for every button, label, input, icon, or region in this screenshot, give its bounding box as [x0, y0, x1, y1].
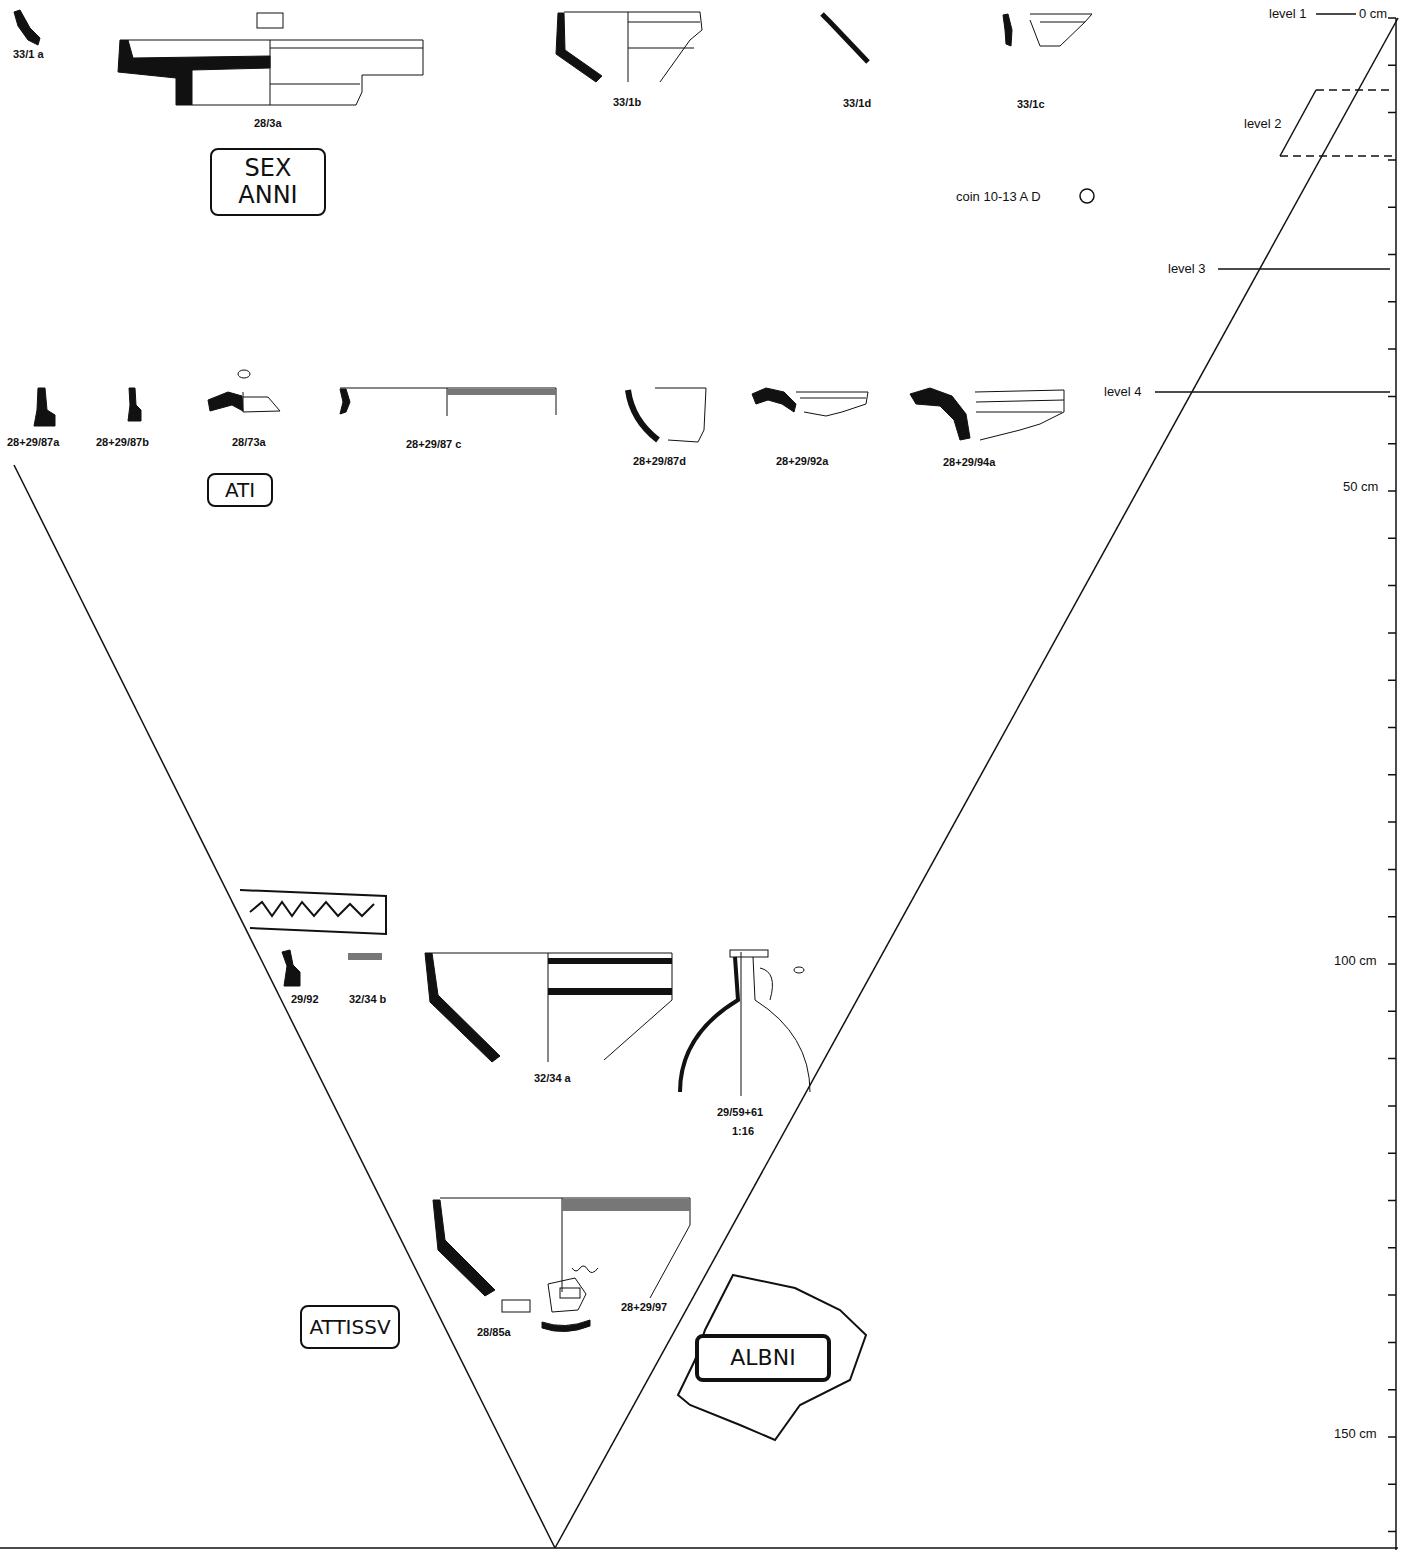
catalogue-number: 28+29/92a: [775, 455, 829, 468]
pottery-outline: [1030, 14, 1092, 46]
pottery-outline: [564, 12, 702, 82]
catalogue-number: 28+29/87a: [6, 436, 60, 449]
pottery-profile: [425, 953, 500, 1062]
catalogue-number: 28/73a: [231, 436, 267, 449]
stamp-box: ALBNI: [695, 1334, 831, 1382]
stamp-symbol: [560, 1288, 580, 1298]
level-line: [1280, 90, 1316, 156]
pottery-outline: [975, 390, 1064, 440]
stamp-text: ATI: [225, 479, 255, 501]
catalogue-number: 28/3a: [253, 117, 283, 130]
scale-label: 150 cm: [1333, 1426, 1378, 1441]
stamp-symbol: [502, 1300, 530, 1312]
sherd-outline: [678, 1275, 866, 1440]
painted-band: [548, 958, 672, 964]
scale-label: level 1: [1268, 6, 1308, 21]
pottery-profile: [34, 388, 55, 426]
catalogue-number: 33/1c: [1016, 98, 1046, 111]
pottery-profile: [628, 390, 658, 440]
hatched-band: [562, 1199, 690, 1211]
pottery-outline: [340, 388, 556, 416]
stamp-symbol: [257, 13, 283, 28]
stamp-box: ATI: [207, 473, 273, 507]
level-line: [1280, 90, 1392, 156]
catalogue-number: 33/1 a: [12, 48, 45, 61]
pottery-profile: [910, 388, 970, 440]
pottery-profile: [118, 40, 270, 105]
pottery-profile: [752, 388, 796, 412]
pottery-outline: [796, 392, 868, 416]
catalogue-number: 33/1d: [842, 97, 872, 110]
scale-label: 50 cm: [1342, 479, 1379, 494]
painted-band: [548, 988, 672, 995]
pottery-profile: [433, 1200, 495, 1296]
level-line: [1155, 391, 1390, 393]
sherd-outline: [548, 1278, 586, 1312]
level-line: [1218, 268, 1390, 270]
scale-label: 100 cm: [1333, 953, 1378, 968]
catalogue-number: 29/59+61: [716, 1106, 764, 1119]
pottery-profile: [556, 13, 602, 82]
stamp-box: ATTISSV: [300, 1305, 400, 1349]
catalogue-number: 28+29/87b: [95, 436, 150, 449]
scale-ticks: [1388, 18, 1396, 1532]
pottery-outline: [730, 950, 768, 957]
stamp-box: SEX ANNI: [210, 148, 326, 216]
pottery-profile: [208, 392, 243, 411]
pottery-outline: [794, 967, 804, 973]
catalogue-number: 33/1b: [612, 96, 642, 109]
trench-line: [14, 465, 555, 1548]
trench-line: [555, 18, 1398, 1548]
scale-label: level 3: [1167, 261, 1207, 276]
catalogue-number: 28+29/97: [620, 1301, 668, 1314]
hatched-band: [348, 953, 382, 960]
hatched-band: [447, 389, 556, 395]
pottery-profile: [542, 1320, 590, 1332]
pottery-outline: [655, 388, 706, 442]
pottery-outline: [128, 40, 423, 105]
pottery-profile: [680, 957, 738, 1092]
catalogue-number: 28+29/94a: [942, 456, 996, 469]
catalogue-number: 1:16: [731, 1125, 755, 1138]
scale-label: 0 cm: [1358, 6, 1388, 21]
catalogue-number: 32/34 b: [348, 993, 387, 1006]
pottery-outline: [243, 392, 280, 412]
catalogue-number: 32/34 a: [533, 1072, 572, 1085]
pottery-outline: [741, 952, 810, 1096]
catalogue-number: 28/85a: [476, 1326, 512, 1339]
catalogue-number: 28+29/87d: [632, 455, 687, 468]
pottery-outline: [440, 1198, 690, 1298]
pottery-profile: [340, 389, 350, 414]
stamp-symbol: [240, 890, 386, 934]
catalogue-number: 29/92: [290, 993, 320, 1006]
scale-label: coin 10-13 A D: [955, 189, 1042, 204]
scale-label: level 4: [1103, 384, 1143, 399]
level-line: [1316, 13, 1356, 15]
scale-bar: [1395, 18, 1397, 1550]
pottery-profile: [282, 950, 300, 986]
catalogue-number: 28+29/87 c: [405, 438, 462, 451]
pottery-profile: [14, 10, 40, 45]
pottery-profile: [128, 388, 141, 421]
coin-symbol: [1080, 189, 1094, 203]
graffito: [572, 1266, 598, 1273]
stamp-text: ATTISSV: [309, 1316, 390, 1338]
scale-label: level 2: [1243, 116, 1283, 131]
stamp-text: ALBNI: [730, 1346, 795, 1370]
pottery-profile: [1003, 14, 1012, 46]
stamp-symbol: [238, 370, 250, 378]
pottery-outline: [432, 953, 672, 1062]
stamp-text: SEX ANNI: [217, 155, 319, 209]
pottery-profile: [822, 14, 868, 62]
base-line: [0, 1547, 1398, 1549]
